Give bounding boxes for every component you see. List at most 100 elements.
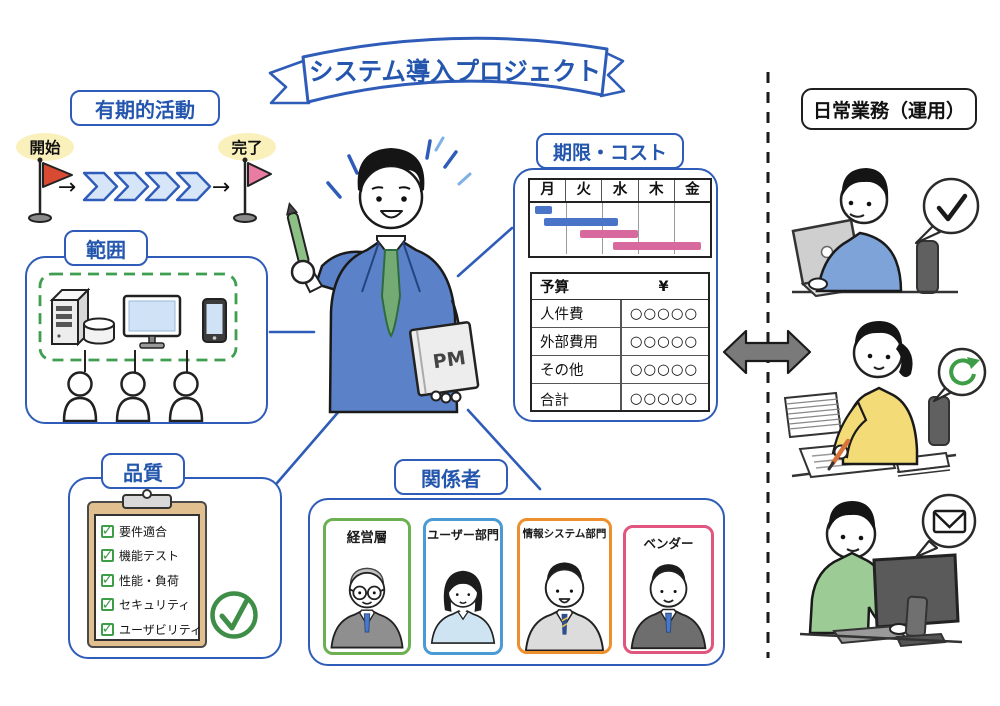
flow-arrow-left: → — [58, 175, 76, 200]
pm-hair — [357, 148, 425, 192]
gantt-chart: 月 火 水 木 金 — [528, 178, 712, 258]
monitor-stand — [904, 595, 929, 638]
start-highlight — [16, 133, 74, 161]
day-mon: 月 — [530, 180, 567, 201]
stakeholder-card-management: 経営層 — [323, 518, 411, 655]
sync-double-arrow-icon — [722, 329, 812, 375]
finish-highlight — [218, 133, 276, 161]
pm-book: PM — [408, 321, 480, 397]
connector-stakeholders — [466, 408, 542, 491]
pm-tie — [380, 249, 402, 338]
pm-book-hand — [430, 390, 462, 404]
monitor-icon — [122, 294, 182, 349]
checklist-item: ✓ セキュリティ — [101, 596, 191, 613]
stakeholders-title: 関係者 — [394, 459, 508, 495]
scope-box — [25, 256, 268, 424]
temporary-activity-title: 有期的活動 — [70, 90, 220, 126]
pm-lapels — [361, 241, 421, 293]
operator-desktop — [799, 493, 977, 648]
it-dept-portrait — [524, 562, 605, 651]
mail-bubble — [914, 493, 977, 559]
pm-book-label: PM — [432, 347, 468, 373]
budget-row-total: 合計 ○○○○○ — [540, 391, 699, 409]
gantt-bar — [612, 242, 701, 250]
check-icon — [936, 193, 968, 222]
system-boundary-dashed — [38, 272, 238, 362]
operator-paperwork — [783, 321, 987, 479]
checkbox-checked-icon: ✓ — [101, 596, 114, 613]
pm-face — [358, 164, 424, 230]
budget-header: 予算 ¥ — [532, 274, 708, 300]
ponytail — [896, 342, 913, 378]
chair — [916, 240, 939, 294]
refresh-bubble — [932, 347, 987, 403]
desk-line — [799, 632, 963, 644]
stakeholder-card-vendor: ベンダー — [623, 525, 714, 654]
checkbox-checked-icon: ✓ — [101, 572, 114, 589]
desktop-monitor-icon — [872, 553, 960, 629]
start-label: 開始 — [29, 138, 61, 157]
emphasis-sparks — [326, 139, 458, 199]
start-flag-icon — [28, 157, 73, 223]
checkbox-checked-icon: ✓ — [101, 621, 114, 638]
stakeholder-card-it-dept: 情報システム部門 — [517, 518, 612, 654]
user-icons — [62, 371, 204, 423]
paper-stack-icon — [783, 391, 843, 439]
user-connection-ticks — [84, 350, 188, 372]
checklist-item: ✓ 要件適合 — [101, 523, 168, 540]
gantt-day-header: 月 火 水 木 金 — [530, 180, 710, 203]
gantt-bar — [544, 218, 619, 226]
deadline-cost-title: 期限・コスト — [536, 133, 684, 169]
clipboard-knob — [142, 489, 152, 499]
scope-title: 範囲 — [64, 230, 148, 266]
clipboard-paper — [94, 514, 200, 641]
stakeholder-card-user-dept: ユーザー部門 — [423, 518, 503, 655]
currency-symbol: ¥ — [658, 278, 670, 295]
refresh-icon — [949, 358, 976, 386]
operator1-body — [815, 231, 903, 293]
budget-row-personnel: 人件費 ○○○○○ — [532, 300, 708, 328]
checklist-item: ✓ 機能テスト — [101, 547, 180, 564]
checkbox-checked-icon: ✓ — [101, 523, 114, 540]
user-dept-portrait — [430, 570, 496, 644]
finish-label: 完了 — [231, 138, 262, 157]
mail-icon — [932, 509, 967, 534]
finish-flag-icon — [233, 157, 272, 223]
scope-illustration — [38, 272, 238, 423]
checklist-item: ✓ ユーザビリティ — [101, 621, 203, 638]
day-tue: 火 — [566, 180, 603, 201]
temporary-activity-flow: 開始 完了 → → — [16, 133, 276, 223]
stakeholders-box — [308, 498, 725, 666]
database-icon — [83, 317, 115, 345]
day-wed: 水 — [602, 180, 639, 201]
checkbox-checked-icon: ✓ — [101, 547, 114, 564]
gantt-bar — [535, 206, 552, 214]
deadline-cost-box — [513, 168, 718, 422]
smartphone-icon — [202, 298, 227, 343]
emphasis-sparks-light — [434, 136, 472, 186]
chevron-arrows-icon — [82, 171, 212, 202]
flow-arrow-right: → — [212, 175, 230, 200]
day-thu: 木 — [639, 180, 675, 201]
gantt-body — [530, 203, 710, 254]
budget-table: 予算 ¥ 人件費 ○○○○○ 外部費用 ○○○○○ その他 ○○○○○ 合計 ○… — [530, 272, 710, 412]
management-portrait — [330, 567, 404, 649]
title-ribbon: システム導入プロジェクト — [268, 36, 626, 105]
vendor-portrait — [630, 564, 707, 650]
quality-title: 品質 — [101, 453, 185, 489]
chair — [928, 396, 950, 446]
pm-figure: PM — [286, 136, 480, 414]
connector-lines — [268, 226, 542, 491]
project-title: システム導入プロジェクト — [309, 57, 601, 86]
daily-operations-title: 日常業務（運用） — [801, 88, 977, 130]
checklist-item: ✓ 性能・負荷 — [101, 572, 180, 589]
connector-deadline-cost — [456, 226, 514, 278]
budget-title: 予算 — [540, 280, 569, 296]
quality-checklist: ✓ 要件適合 ✓ 機能テスト ✓ 性能・負荷 ✓ セキュリティ ✓ ユーザビリテ… — [101, 519, 203, 642]
pen-icon — [830, 438, 851, 466]
day-fri: 金 — [685, 182, 700, 198]
connector-quality — [275, 400, 349, 485]
pm-hand — [290, 259, 316, 285]
